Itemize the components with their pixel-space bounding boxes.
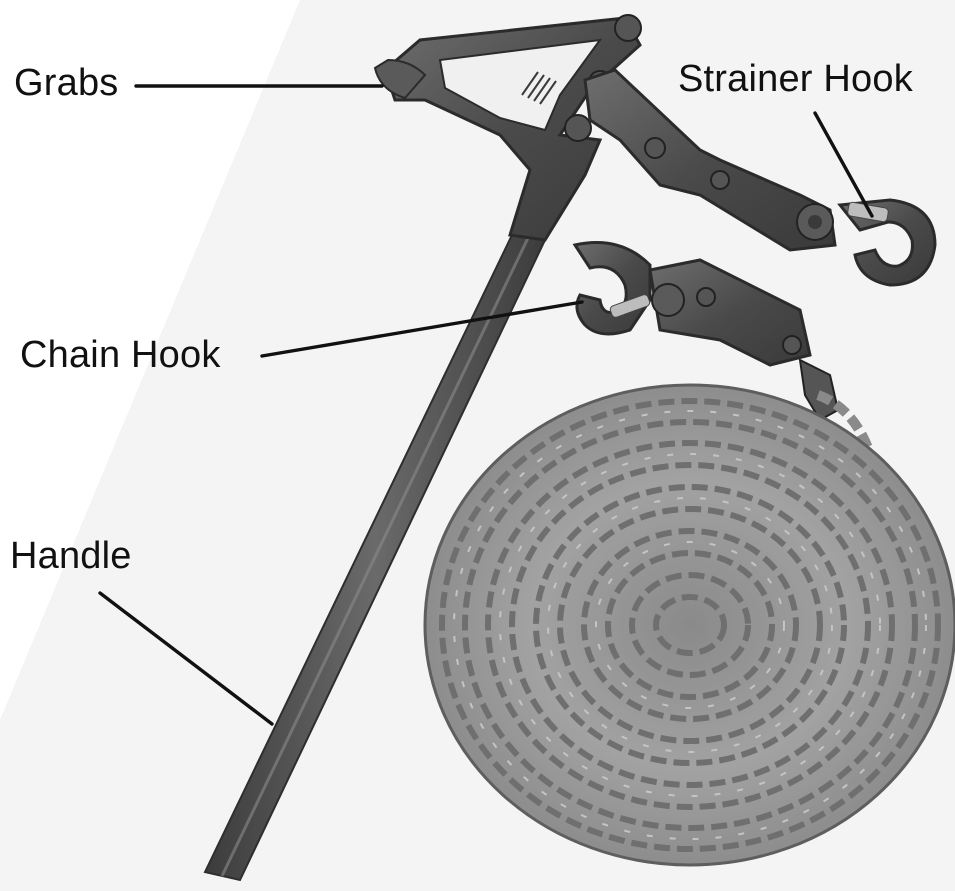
chain-hook-leader-line	[262, 302, 582, 356]
coiled-chain	[425, 385, 955, 865]
label-handle: Handle	[10, 537, 132, 575]
label-grabs: Grabs	[14, 64, 118, 102]
label-strainer-hook: Strainer Hook	[678, 60, 913, 98]
strainer-hook-leader-line	[815, 113, 872, 216]
strainer-hook	[840, 200, 935, 285]
handle-leader-line	[100, 593, 272, 724]
label-chain-hook: Chain Hook	[20, 336, 221, 374]
